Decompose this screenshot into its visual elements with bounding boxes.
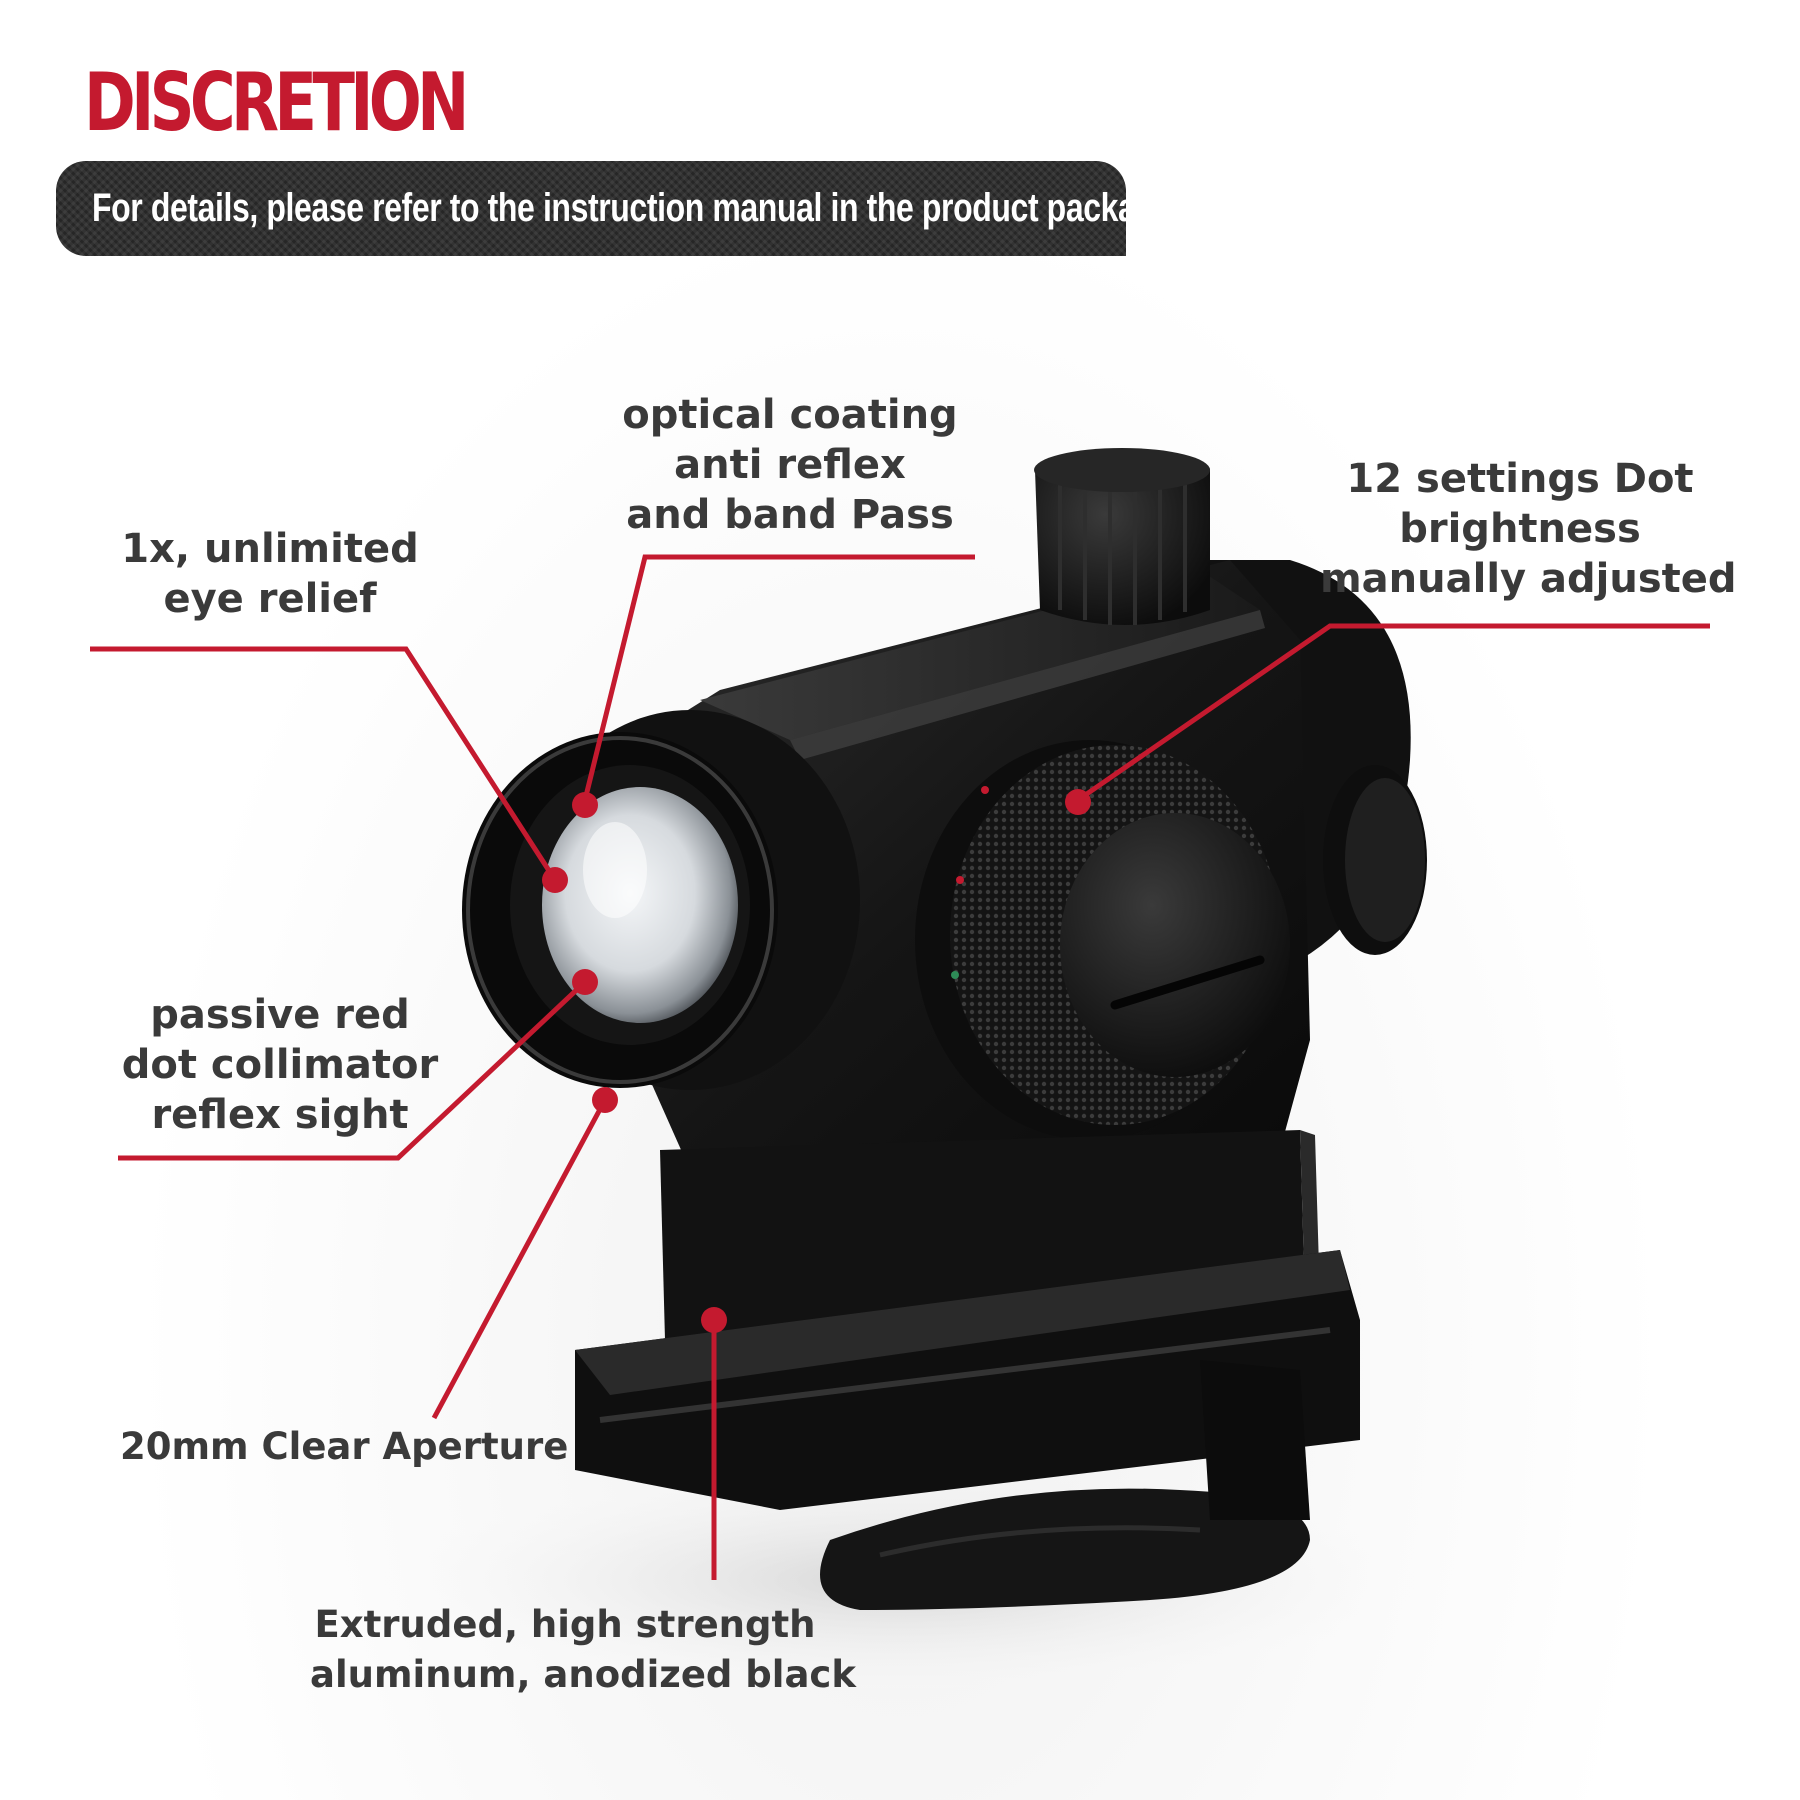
callout-lines <box>90 554 1710 1580</box>
quick-release-lever-ridges <box>879 1525 1201 1558</box>
brightness-dial-cap <box>1060 813 1290 1077</box>
callout-line: anti reflex <box>674 442 906 488</box>
callout-line: aluminum, anodized black <box>310 1653 856 1696</box>
quick-release-lever <box>820 1488 1310 1610</box>
callout-line: reflex sight <box>151 1092 409 1138</box>
elevation-knob-top <box>1034 448 1210 492</box>
page-title: DISCRETION <box>84 56 469 149</box>
leader-collimator <box>118 980 587 1161</box>
callout-line: Extruded, high strength <box>314 1603 816 1646</box>
callout-eye-relief: 1x, unlimited eye relief <box>100 524 440 624</box>
callout-optical-coating: optical coating anti reflex and band Pas… <box>610 390 970 540</box>
callout-aluminum: Extruded, high strength aluminum, anodiz… <box>310 1600 856 1700</box>
windage-knob-face <box>1345 778 1425 942</box>
callout-line: 20mm Clear Aperture <box>120 1425 569 1468</box>
dot-brightness <box>1065 789 1091 815</box>
instruction-banner: For details, please refer to the instruc… <box>56 161 1126 256</box>
callout-line: dot collimator <box>121 1042 439 1088</box>
lever-clamp <box>1200 1360 1310 1520</box>
callout-aperture: 20mm Clear Aperture <box>120 1422 569 1472</box>
callout-dots <box>542 789 1091 1333</box>
front-ring-highlight <box>466 736 774 1084</box>
banner-text: For details, please refer to the instruc… <box>92 186 1126 230</box>
picatinny-groove <box>599 1327 1331 1423</box>
callout-line: brightness <box>1399 506 1641 552</box>
callout-line: eye relief <box>163 576 377 622</box>
brightness-dial-slot <box>1110 955 1265 1010</box>
dot-aluminum <box>701 1307 727 1333</box>
callout-collimator: passive red dot collimator reflex sight <box>120 990 440 1140</box>
callout-line: optical coating <box>622 392 958 438</box>
callout-line: 1x, unlimited <box>121 526 419 572</box>
picatinny-base-top <box>575 1250 1350 1395</box>
lens-reflection <box>583 822 647 918</box>
dot-aperture <box>592 1087 618 1113</box>
dot-collimator <box>572 969 598 995</box>
lens <box>542 787 738 1023</box>
dot-eye-relief <box>542 867 568 893</box>
callout-line: passive red <box>150 992 410 1038</box>
leader-aperture <box>431 1098 608 1420</box>
dot-optical-coating <box>572 792 598 818</box>
leader-brightness <box>1076 623 1710 803</box>
elevation-knob <box>1035 455 1210 625</box>
top-rail-edge <box>790 610 1265 760</box>
leader-eye-relief <box>90 646 558 882</box>
callout-line: manually adjusted <box>1320 556 1737 602</box>
brightness-dial-markings <box>951 786 989 979</box>
callout-line: and band Pass <box>626 492 954 538</box>
callout-line: 12 settings Dot <box>1346 456 1694 502</box>
callout-brightness: 12 settings Dot brightness manually adju… <box>1320 454 1737 604</box>
leader-optical-coating <box>582 554 975 801</box>
